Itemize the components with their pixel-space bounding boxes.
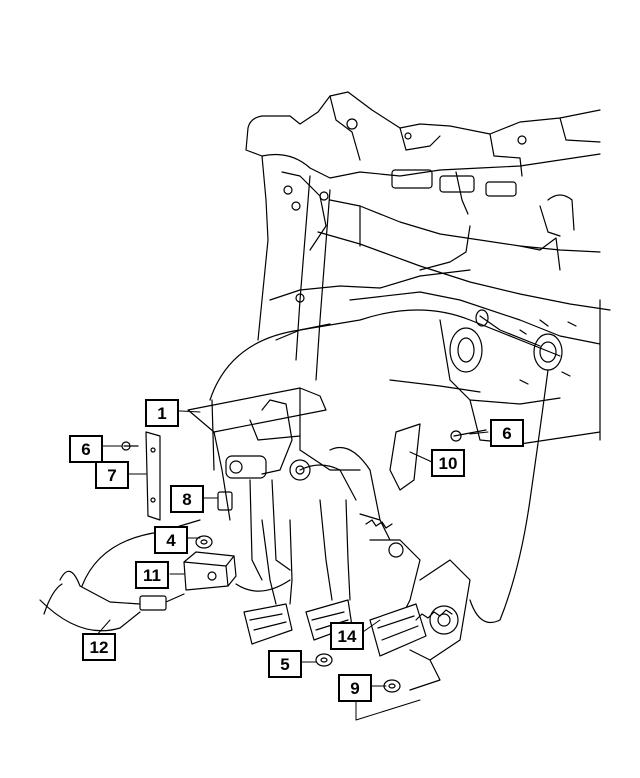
callout-7[interactable]: 7 <box>95 461 129 489</box>
hardware <box>121 423 487 693</box>
callout-5-label: 5 <box>280 654 290 674</box>
accelerator-pedal <box>243 519 293 645</box>
callout-14-label: 14 <box>337 626 357 646</box>
callout-8-label: 8 <box>182 489 192 509</box>
callout-5[interactable]: 5 <box>268 650 302 678</box>
dash-panel-structure <box>245 91 611 445</box>
callout-6-left[interactable]: 6 <box>69 435 103 463</box>
callout-6-left-label: 6 <box>81 439 91 459</box>
callout-6-right[interactable]: 6 <box>490 419 524 447</box>
callout-11-label: 11 <box>143 565 161 585</box>
callout-1-label: 1 <box>157 403 167 423</box>
callout-12[interactable]: 12 <box>82 633 116 661</box>
callout-14[interactable]: 14 <box>330 622 364 650</box>
callout-7-label: 7 <box>107 465 117 485</box>
callout-4[interactable]: 4 <box>154 526 188 554</box>
callout-4-label: 4 <box>166 530 176 550</box>
pedal-switch-module <box>183 551 237 591</box>
pedal-bracket <box>187 387 381 581</box>
callout-9[interactable]: 9 <box>338 674 372 702</box>
firewall-cable <box>209 309 577 624</box>
brake-pedal <box>369 539 471 691</box>
callout-9-label: 9 <box>350 678 360 698</box>
callout-12-label: 12 <box>89 637 109 657</box>
callout-6-right-label: 6 <box>502 423 512 443</box>
callout-10[interactable]: 10 <box>431 449 465 477</box>
callout-11[interactable]: 11 <box>135 561 169 589</box>
callout-8[interactable]: 8 <box>170 485 204 513</box>
callout-1[interactable]: 1 <box>145 399 179 427</box>
callout-10-label: 10 <box>438 453 458 473</box>
